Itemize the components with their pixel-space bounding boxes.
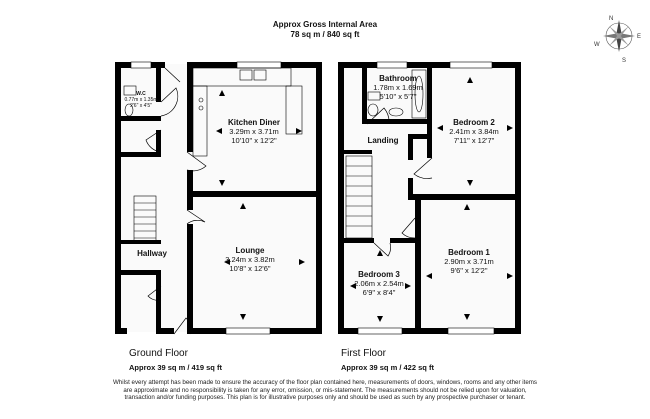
room-label-landing: Landing xyxy=(360,136,406,145)
room-label-wc: W.C 0.77m x 1.35m 2'6" x 4'5" xyxy=(124,91,158,109)
bedroom1-imperial: 9'6" x 12'2" xyxy=(450,266,488,275)
room-label-bedroom2: Bedroom 2 2.41m x 3.84m 7'11" x 12'7" xyxy=(436,118,512,145)
hallway-name: Hallway xyxy=(137,249,167,258)
kitchen-name: Kitchen Diner xyxy=(227,118,280,127)
compass-e: E xyxy=(637,34,641,40)
first-floor-plan xyxy=(338,61,521,335)
room-label-hallway: Hallway xyxy=(130,249,174,258)
compass-s: S xyxy=(622,58,626,64)
bedroom3-name: Bedroom 3 xyxy=(358,270,400,279)
compass-w: W xyxy=(594,42,600,48)
bedroom2-name: Bedroom 2 xyxy=(453,118,495,127)
first-floor-name: First Floor xyxy=(341,348,386,359)
wc-name: W.C xyxy=(136,91,146,97)
room-label-lounge: Lounge 3.24m x 3.82m 10'8" x 12'6" xyxy=(202,246,298,273)
room-label-kitchen: Kitchen Diner 3.29m x 3.71m 10'10" x 12'… xyxy=(206,118,302,145)
room-label-bathroom: Bathroom 1.78m x 1.69m 5'10" x 5'7" xyxy=(367,74,429,101)
bedroom2-imperial: 7'11" x 12'7" xyxy=(453,136,495,145)
kitchen-imperial: 10'10" x 12'2" xyxy=(231,136,277,145)
bathroom-imperial: 5'10" x 5'7" xyxy=(379,92,417,101)
plan-header: Approx Gross Internal Area 78 sq m / 840… xyxy=(0,20,650,40)
kitchen-metric: 3.29m x 3.71m xyxy=(229,127,279,136)
bedroom1-name: Bedroom 1 xyxy=(448,248,490,257)
first-floor-area: Approx 39 sq m / 422 sq ft xyxy=(341,363,434,372)
bedroom3-imperial: 6'9" x 8'4" xyxy=(362,288,396,297)
bedroom3-metric: 2.06m x 2.54m xyxy=(354,279,404,288)
landing-name: Landing xyxy=(367,136,399,145)
wc-metric: 0.77m x 1.35m xyxy=(124,97,158,103)
compass-icon: N E W S xyxy=(594,16,641,64)
ground-floor-area: Approx 39 sq m / 419 sq ft xyxy=(129,363,222,372)
room-label-bedroom3: Bedroom 3 2.06m x 2.54m 6'9" x 8'4" xyxy=(346,270,412,297)
bedroom2-metric: 2.41m x 3.84m xyxy=(449,127,499,136)
wc-imperial: 2'6" x 4'5" xyxy=(130,103,152,109)
ground-floor-plan xyxy=(115,61,322,335)
disclaimer-text: Whilst every attempt has been made to en… xyxy=(112,379,538,402)
lounge-imperial: 10'8" x 12'6" xyxy=(229,264,271,273)
bathroom-name: Bathroom xyxy=(379,74,417,83)
bathroom-metric: 1.78m x 1.69m xyxy=(373,83,423,92)
lounge-name: Lounge xyxy=(235,246,265,255)
header-title: Approx Gross Internal Area xyxy=(272,20,378,29)
compass-n: N xyxy=(609,16,613,22)
lounge-metric: 3.24m x 3.82m xyxy=(225,255,275,264)
ground-floor-name: Ground Floor xyxy=(129,348,188,359)
header-area: 78 sq m / 840 sq ft xyxy=(290,30,360,39)
room-label-bedroom1: Bedroom 1 2.90m x 3.71m 9'6" x 12'2" xyxy=(426,248,512,275)
bedroom1-metric: 2.90m x 3.71m xyxy=(444,257,494,266)
